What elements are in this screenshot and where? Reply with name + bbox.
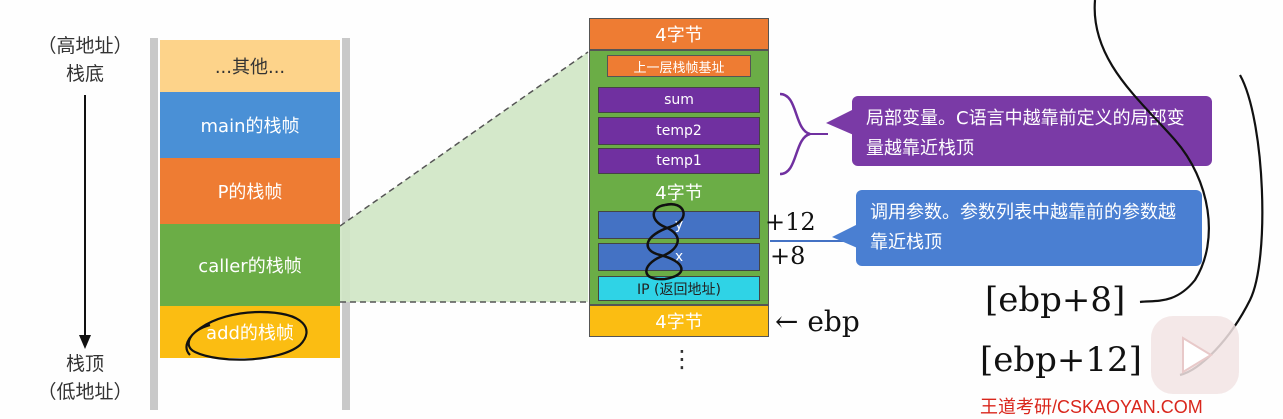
offset-12: +12 [765, 208, 816, 236]
callout-locals-tail [826, 108, 856, 136]
mid-4byte-cell: 4字节 [655, 183, 703, 204]
stack-bottom-text: 栈底 [65, 63, 104, 85]
video-play-icon [1151, 316, 1239, 394]
param-y: y [598, 211, 760, 239]
hand-circle-add [185, 310, 308, 361]
callout-params: 调用参数。参数列表中越靠前的参数越靠近栈顶 [856, 190, 1202, 266]
zoom-connector [340, 51, 589, 303]
bottom-4byte-cell: 4字节 [589, 305, 769, 337]
local-temp2: temp2 [598, 117, 760, 145]
ebp-plus-12: [ebp+12] [980, 340, 1142, 380]
prev-ebp-cell: 上一层栈帧基址 [607, 55, 751, 77]
frame-other: ...其他... [160, 40, 340, 92]
low-address-label: （低地址） [37, 381, 133, 403]
stack-bottom-label: （高地址） 栈底 [20, 32, 150, 88]
watermark: 王道考研/CSKAOYAN.COM [980, 397, 1203, 417]
return-address-cell: IP (返回地址) [598, 276, 760, 301]
high-address-label: （高地址） [37, 35, 133, 57]
stack-left-rail [150, 38, 158, 410]
ebp-pointer: ← ebp [775, 305, 860, 338]
ellipsis-below: ⋮ [670, 345, 694, 373]
callout-locals: 局部变量。C语言中越靠前定义的局部变量越靠近栈顶 [852, 96, 1212, 166]
callout-params-tail [832, 222, 862, 250]
frame-main: main的栈帧 [160, 92, 340, 158]
frame-p: P的栈帧 [160, 158, 340, 224]
ebp-plus-8: [ebp+8] [985, 280, 1126, 320]
local-temp1: temp1 [598, 148, 760, 174]
offset-8: +8 [770, 242, 806, 270]
param-x: x [598, 243, 760, 271]
local-sum: sum [598, 87, 760, 113]
stack-top-text: 栈顶 [65, 353, 104, 375]
stack-top-label: 栈顶 （低地址） [20, 350, 150, 406]
hand-loops-params [645, 202, 685, 281]
locals-brace [779, 92, 828, 176]
frame-caller: caller的栈帧 [160, 224, 340, 306]
top-4byte-cell: 4字节 [589, 18, 769, 50]
stack-growth-arrow [79, 95, 91, 349]
